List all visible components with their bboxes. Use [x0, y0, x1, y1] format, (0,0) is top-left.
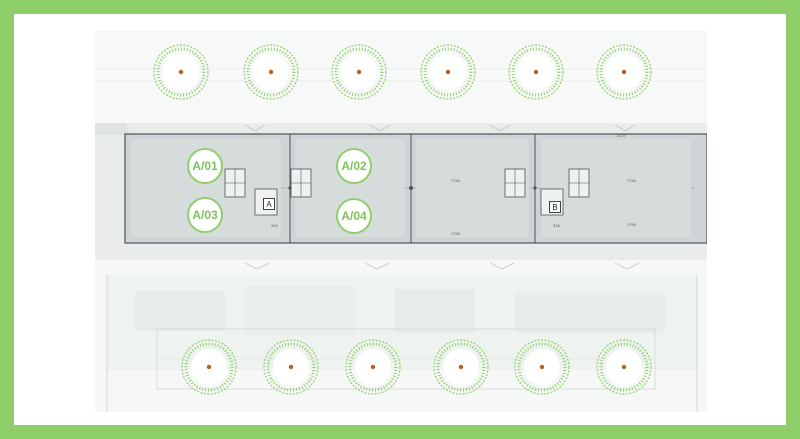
dimension-label: 1794 [627, 222, 636, 227]
unit-badge-a04[interactable]: A/04 [336, 198, 372, 234]
plan-drawing [95, 31, 707, 412]
dimension-label: 2127 [617, 133, 626, 138]
unit-badge-a02[interactable]: A/02 [336, 148, 372, 184]
core-tag-a: A [263, 198, 275, 210]
dimension-label: 1794 [451, 231, 460, 236]
dimension-label: 1794 [627, 178, 636, 183]
dimension-label: 316 [553, 223, 560, 228]
unit-badge-a01[interactable]: A/01 [187, 148, 223, 184]
floor-plan: A/01 A/02 A/03 A/04 A B 2127 1794 1794 1… [95, 31, 707, 412]
core-tag-b: B [549, 201, 561, 213]
unit-badge-a03[interactable]: A/03 [187, 197, 223, 233]
dimension-label: 1794 [451, 178, 460, 183]
dimension-label: 316 [271, 223, 278, 228]
